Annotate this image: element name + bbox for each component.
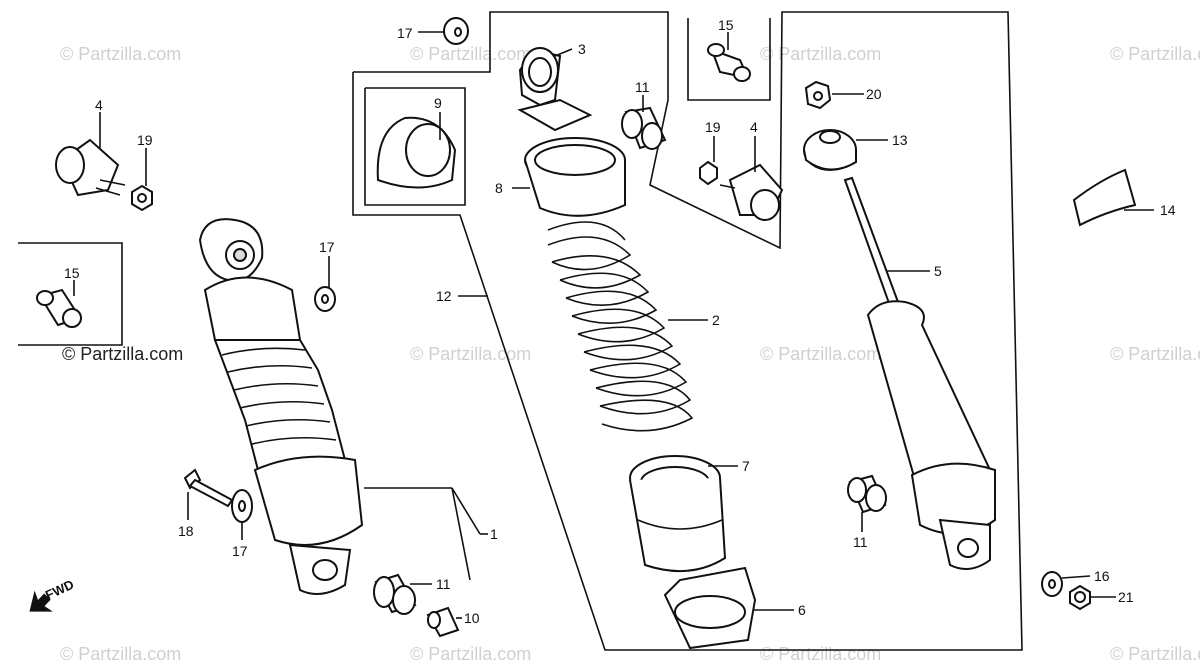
callout-7: 7	[742, 458, 750, 474]
fwd-direction-indicator: FWD	[29, 577, 76, 612]
spring-seat-8	[524, 137, 626, 217]
bushing-11-right	[847, 474, 887, 514]
collar-10	[426, 606, 460, 638]
watermark: © Partzilla.com	[760, 44, 881, 64]
group-outlines	[18, 11, 1023, 651]
callout-11: 11	[635, 79, 650, 95]
callout-17: 17	[232, 543, 248, 559]
shock-absorber-1	[198, 218, 364, 595]
watermark: © Partzilla.com	[1110, 344, 1200, 364]
callout-labels: 17 3 15 20 4 19 9 11 19 4 13 8 14 15 17 …	[64, 17, 1176, 626]
callout-14: 14	[1160, 202, 1176, 218]
callout-9: 9	[434, 95, 442, 111]
leader-lines	[73, 31, 1154, 619]
outline-box-15-left	[18, 242, 123, 346]
watermark: © Partzilla.com	[760, 644, 881, 664]
callout-21: 21	[1118, 589, 1134, 605]
watermark: © Partzilla.com	[410, 644, 531, 664]
spring-2	[547, 221, 694, 432]
callout-8: 8	[495, 180, 503, 196]
watermark: © Partzilla.com	[60, 644, 181, 664]
watermark: © Partzilla.com	[1110, 44, 1200, 64]
watermark-dark: © Partzilla.com	[62, 344, 183, 364]
callout-12: 12	[436, 288, 452, 304]
nut-19-left	[131, 184, 153, 212]
washer-17-top	[443, 17, 469, 45]
boot-9	[376, 116, 457, 189]
callout-10: 10	[464, 610, 480, 626]
callout-17: 17	[397, 25, 413, 41]
callout-17: 17	[319, 239, 335, 255]
callout-6: 6	[798, 602, 806, 618]
label-14	[1072, 168, 1137, 227]
mount-4-left	[55, 138, 126, 197]
callout-1: 1	[490, 526, 498, 542]
watermark: © Partzilla.com	[1110, 644, 1200, 664]
watermark: © Partzilla.com	[410, 44, 531, 64]
callout-4: 4	[750, 119, 758, 135]
watermark: © Partzilla.com	[410, 344, 531, 364]
cover-7	[629, 455, 727, 573]
callout-2: 2	[712, 312, 720, 328]
washer-17-mid	[314, 286, 336, 312]
watermark: © Partzilla.com	[760, 344, 881, 364]
collar-15-left	[36, 288, 82, 328]
washer-17-bottom	[231, 489, 253, 523]
callout-19: 19	[137, 132, 153, 148]
nut-19-right	[699, 160, 718, 186]
outline-box-15-top	[687, 18, 771, 101]
collar-15-top	[707, 43, 751, 82]
outline-assembly-12	[352, 11, 1023, 651]
cap-nut-21	[1069, 584, 1091, 611]
callout-4: 4	[95, 97, 103, 113]
callout-19: 19	[705, 119, 721, 135]
callout-11: 11	[853, 534, 868, 550]
callout-18: 18	[178, 523, 194, 539]
mount-4-right	[719, 163, 784, 221]
callout-13: 13	[892, 132, 908, 148]
bushing-3	[517, 47, 593, 132]
watermark-group: © Partzilla.com © Partzilla.com © Partzi…	[60, 44, 1200, 664]
callout-15: 15	[718, 17, 734, 33]
watermark: © Partzilla.com	[60, 44, 181, 64]
callout-3: 3	[578, 41, 586, 57]
nut-20	[804, 80, 832, 110]
damper-5	[843, 176, 996, 570]
bushing-11-bottom	[373, 573, 417, 615]
callout-16: 16	[1094, 568, 1110, 584]
callout-11: 11	[436, 576, 451, 592]
callout-15: 15	[64, 265, 80, 281]
callout-5: 5	[934, 263, 942, 279]
spring-guide-6	[663, 566, 757, 650]
bolt-18	[183, 468, 234, 508]
outline-box-9	[364, 87, 466, 206]
fwd-arrow-icon	[29, 590, 53, 612]
cushion-13	[803, 129, 857, 171]
fwd-label: FWD	[43, 577, 76, 603]
callout-20: 20	[866, 86, 882, 102]
bushing-11-top	[621, 106, 667, 150]
washer-16	[1041, 571, 1063, 597]
